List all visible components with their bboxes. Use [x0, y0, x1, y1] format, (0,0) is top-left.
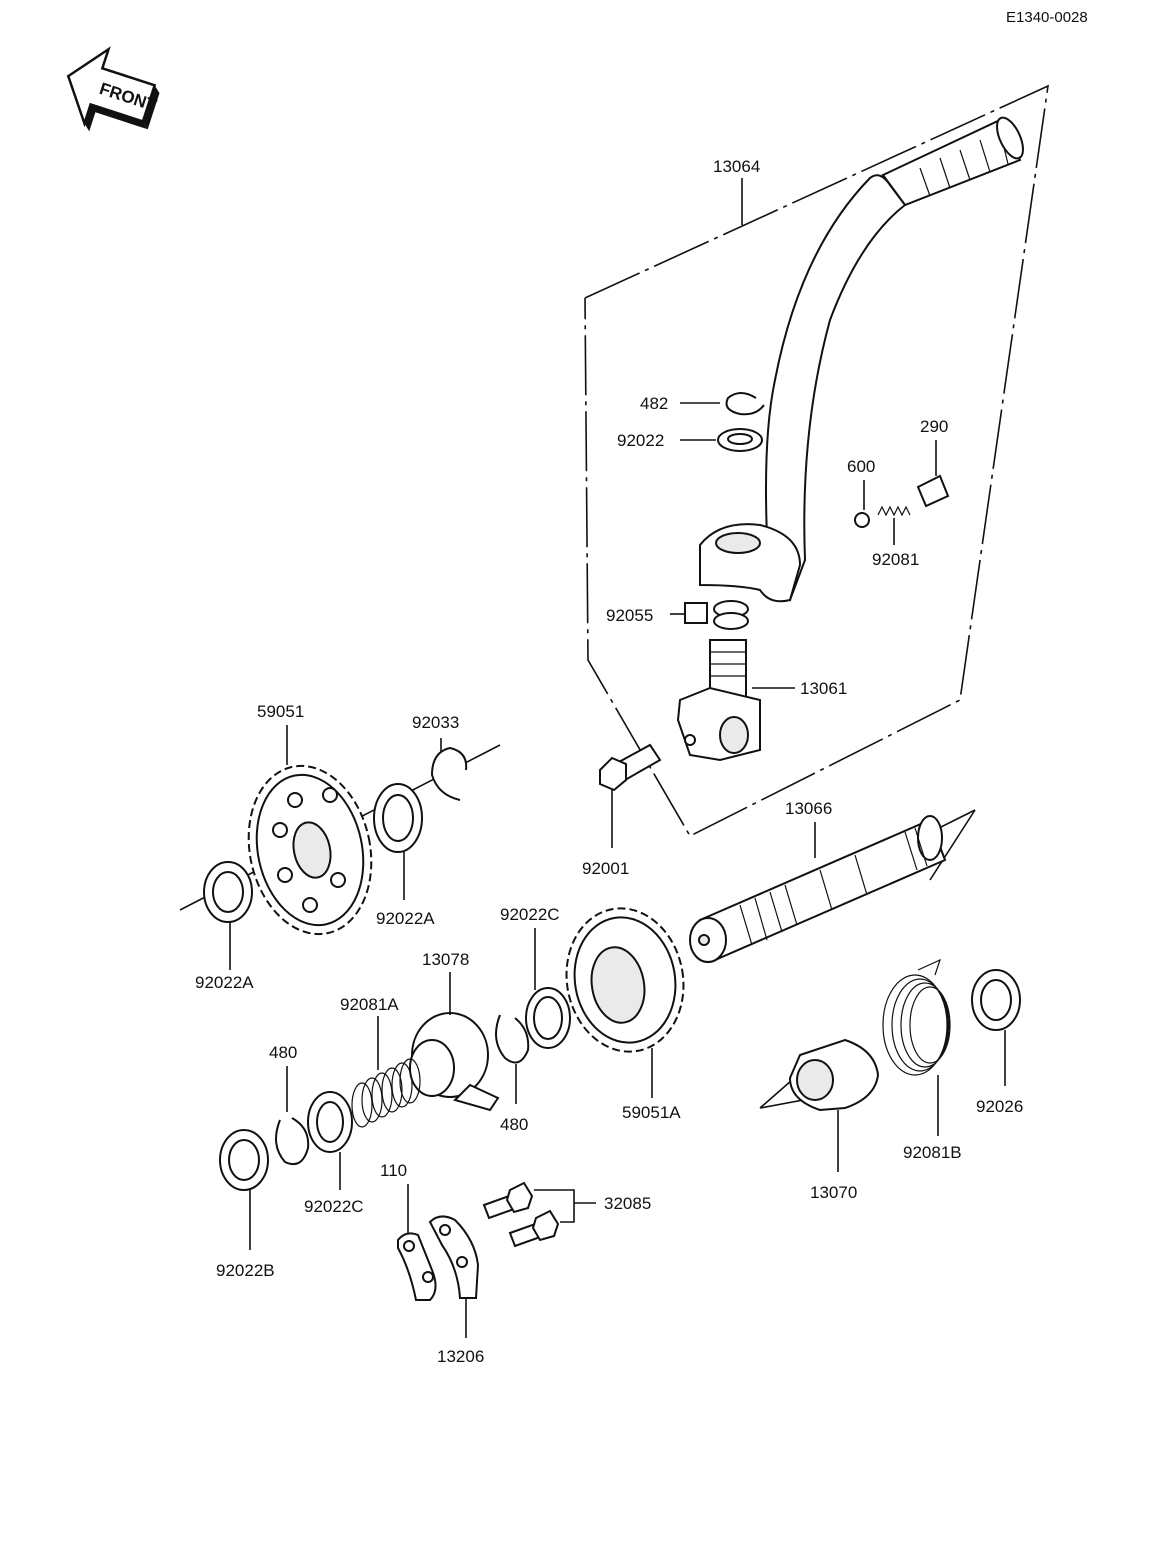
svg-text:92001: 92001	[582, 859, 629, 878]
svg-text:59051A: 59051A	[622, 1103, 681, 1122]
svg-text:92081: 92081	[872, 550, 919, 569]
svg-text:92022C: 92022C	[304, 1197, 364, 1216]
part-13070-guide: 13070	[788, 1038, 880, 1202]
part-32085-plate: 92022B 110	[380, 1161, 437, 1301]
part-13061-kick-shaft-boss: 13061	[676, 639, 847, 762]
svg-text:480: 480	[269, 1043, 297, 1062]
svg-text:600: 600	[847, 457, 875, 476]
svg-text:13066: 13066	[785, 799, 832, 818]
part-13078-ratchet: 13078	[409, 950, 500, 1112]
part-59051-gear: 59051	[247, 702, 373, 936]
front-arrow-icon: FRONT	[66, 46, 160, 132]
part-92026-washer: 92026	[971, 969, 1023, 1116]
svg-text:13061: 13061	[800, 679, 847, 698]
svg-text:92081B: 92081B	[903, 1143, 962, 1162]
label-13064: 13064	[713, 157, 760, 176]
part-480-circlip-left: 480	[269, 1043, 310, 1166]
part-290-plug: 290	[916, 417, 950, 508]
part-600-ball: 600	[847, 457, 875, 528]
svg-text:92022A: 92022A	[376, 909, 435, 928]
part-92022B-washer: 92022B	[216, 1129, 275, 1280]
part-92033-circlip: 92033	[412, 713, 468, 801]
svg-text:92055: 92055	[606, 606, 653, 625]
svg-text:92022: 92022	[617, 431, 664, 450]
svg-text:13078: 13078	[422, 950, 469, 969]
part-92022A-washer-right: 92022A	[373, 783, 435, 928]
svg-text:92033: 92033	[412, 713, 459, 732]
svg-text:480: 480	[500, 1115, 528, 1134]
part-482-circlip: 482	[640, 392, 765, 416]
part-13066-kick-shaft: 13066	[689, 799, 947, 963]
part-110-bolts: 32085	[482, 1181, 651, 1248]
part-92022C-washer-bottom: 92022C	[304, 1091, 364, 1216]
reference-code: E1340-0028	[1006, 9, 1088, 26]
part-92081-spring: 92081	[872, 505, 919, 569]
svg-text:92026: 92026	[976, 1097, 1023, 1116]
part-92001-bolt: 92001	[582, 743, 662, 878]
svg-text:92081A: 92081A	[340, 995, 399, 1014]
svg-text:32085: 32085	[604, 1194, 651, 1213]
part-13206-plate: 13206	[428, 1215, 484, 1366]
part-59051A-gear: 59051A	[565, 907, 685, 1122]
svg-text:110: 110	[380, 1161, 407, 1180]
svg-text:59051: 59051	[257, 702, 304, 721]
part-92022-washer: 92022	[617, 428, 763, 452]
svg-text:13070: 13070	[810, 1183, 857, 1202]
part-480-circlip-right: 480	[495, 1014, 530, 1134]
part-92081B-torsion-spring: 92081B	[882, 958, 962, 1162]
svg-text:482: 482	[640, 394, 668, 413]
svg-text:290: 290	[920, 417, 948, 436]
part-92081A-spring: 92081A	[340, 995, 421, 1128]
svg-text:13206: 13206	[437, 1347, 484, 1366]
svg-text:92022B: 92022B	[216, 1261, 275, 1280]
part-92022A-washer-left: 92022A	[195, 861, 254, 992]
kick-pedal-arm	[699, 116, 1024, 603]
assembly-boundary	[584, 84, 1049, 838]
svg-text:92022C: 92022C	[500, 905, 560, 924]
part-92022C-washer-top: 92022C	[500, 905, 571, 1049]
part-92055-oring: 92055	[606, 600, 749, 630]
svg-text:92022A: 92022A	[195, 973, 254, 992]
